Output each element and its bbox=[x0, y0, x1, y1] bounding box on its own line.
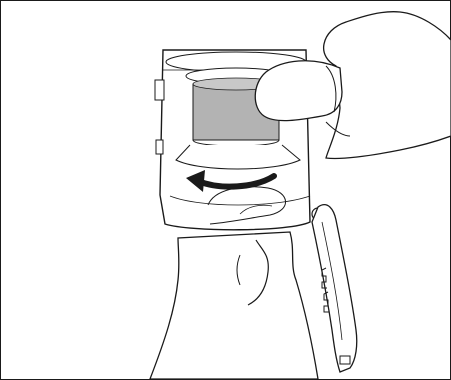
filter-cone bbox=[176, 145, 300, 169]
canister-latch-side bbox=[156, 140, 163, 154]
lid-catch bbox=[340, 356, 350, 364]
canister-latch-top bbox=[155, 80, 164, 100]
hand-top-palm bbox=[324, 12, 451, 159]
